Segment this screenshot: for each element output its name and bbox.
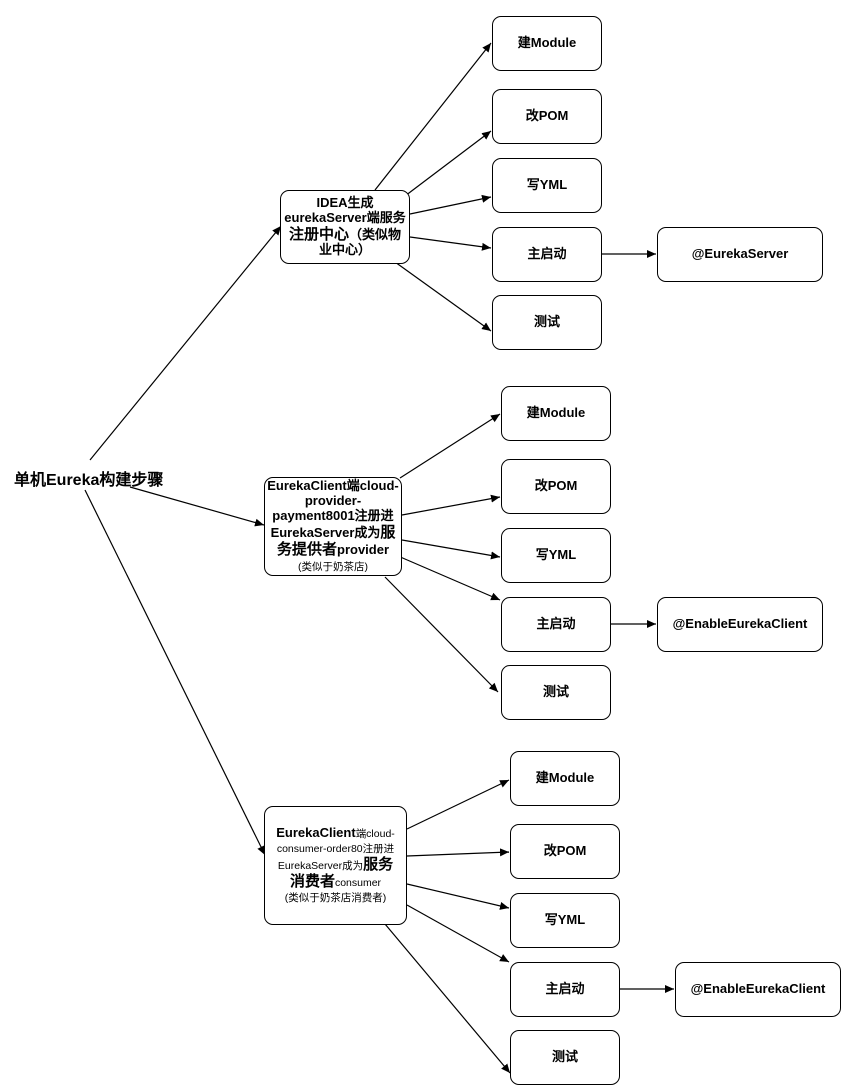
consumer-text-segment: consumer-order80注册进 bbox=[276, 842, 395, 855]
provider-step-write-yml: 写YML bbox=[501, 528, 611, 583]
provider-annotation: @EnableEurekaClient bbox=[657, 597, 823, 652]
provider-text-line: (类似于奶茶店) bbox=[298, 559, 368, 574]
consumer-text-line: EurekaServer成为服务 bbox=[278, 856, 393, 873]
consumer-text-line: EurekaClient端cloud- bbox=[276, 824, 395, 841]
connector-arrow bbox=[384, 923, 511, 1074]
server-text-line: IDEA生成 bbox=[316, 194, 374, 211]
connector-arrow bbox=[399, 413, 501, 479]
consumer-text-segment: EurekaClient bbox=[276, 824, 356, 840]
server-text-segment: 注册中心 bbox=[288, 225, 349, 243]
connector-arrow bbox=[374, 42, 492, 191]
connector-arrow bbox=[401, 539, 501, 560]
provider-text-segment: EurekaClient端cloud- bbox=[267, 478, 399, 494]
consumer-text-segment: consumer bbox=[334, 876, 382, 889]
server-step-test: 测试 bbox=[492, 295, 602, 350]
consumer-text-segment: 消费者 bbox=[289, 872, 335, 890]
consumer-text-segment: 端cloud- bbox=[355, 827, 395, 840]
connector-arrow bbox=[384, 576, 499, 693]
server-text-segment: （类似物 bbox=[349, 226, 402, 242]
connector-arrow bbox=[409, 194, 492, 215]
provider-step-main-start: 主启动 bbox=[501, 597, 611, 652]
consumer-step-write-yml: 写YML bbox=[510, 893, 620, 948]
connector-arrow bbox=[394, 261, 492, 332]
provider-step-edit-pom: 改POM bbox=[501, 459, 611, 514]
consumer-annotation: @EnableEurekaClient bbox=[675, 962, 841, 1017]
server-step-write-yml: 写YML bbox=[492, 158, 602, 213]
provider-node: EurekaClient端cloud-provider-payment8001注… bbox=[264, 477, 402, 576]
provider-text-segment: 服 bbox=[380, 524, 396, 542]
connector-arrow bbox=[129, 486, 265, 527]
provider-text-line: 务提供者provider bbox=[277, 541, 389, 558]
consumer-text-segment: (类似于奶茶店消费者) bbox=[284, 892, 387, 905]
provider-text-line: EurekaClient端cloud- bbox=[267, 478, 399, 494]
provider-text-segment: EurekaServer成为 bbox=[270, 525, 381, 541]
connector-arrow bbox=[84, 489, 266, 856]
connector-arrow bbox=[404, 130, 492, 197]
consumer-text-line: consumer-order80注册进 bbox=[277, 841, 394, 856]
server-text-line: 业中心） bbox=[318, 242, 371, 258]
consumer-step-test: 测试 bbox=[510, 1030, 620, 1085]
connector-arrow bbox=[89, 225, 282, 461]
server-text-segment: 业中心） bbox=[318, 242, 371, 258]
connector-arrow bbox=[406, 883, 510, 910]
consumer-text-line: (类似于奶茶店消费者) bbox=[285, 890, 387, 905]
provider-text-segment: payment8001注册进 bbox=[272, 508, 394, 524]
connector-arrow bbox=[406, 904, 510, 963]
server-text-segment: eurekaServer端服务 bbox=[284, 209, 406, 225]
provider-text-segment: 务提供者 bbox=[276, 541, 337, 559]
connector-arrow bbox=[401, 494, 501, 516]
provider-step-build-module: 建Module bbox=[501, 386, 611, 441]
provider-text-segment: provider- bbox=[304, 493, 362, 509]
server-step-build-module: 建Module bbox=[492, 16, 602, 71]
provider-step-test: 测试 bbox=[501, 665, 611, 720]
consumer-text-segment: 服务 bbox=[363, 855, 394, 873]
connector-arrow bbox=[406, 848, 510, 857]
provider-text-segment: provider bbox=[337, 542, 390, 558]
connector-arrow bbox=[397, 555, 501, 601]
provider-text-line: payment8001注册进 bbox=[272, 508, 394, 524]
connector-arrow bbox=[409, 236, 492, 251]
server-step-main-start: 主启动 bbox=[492, 227, 602, 282]
server-annotation: @EurekaServer bbox=[657, 227, 823, 282]
provider-text-segment: (类似于奶茶店) bbox=[298, 560, 368, 573]
provider-text-line: EurekaServer成为服 bbox=[271, 524, 396, 541]
provider-text-line: provider- bbox=[304, 493, 362, 509]
server-text-line: eurekaServer端服务 bbox=[284, 209, 406, 226]
root-title: 单机Eureka构建步骤 bbox=[14, 472, 164, 489]
consumer-step-edit-pom: 改POM bbox=[510, 824, 620, 879]
connector-arrow bbox=[406, 779, 510, 830]
server-step-edit-pom: 改POM bbox=[492, 89, 602, 144]
consumer-step-build-module: 建Module bbox=[510, 751, 620, 806]
server-text-line: 注册中心（类似物 bbox=[289, 226, 401, 243]
consumer-text-line: 消费者consumer bbox=[290, 873, 381, 890]
connector-edges bbox=[84, 42, 674, 1074]
consumer-text-segment: EurekaServer成为 bbox=[277, 859, 364, 872]
server-text-segment: IDEA生成 bbox=[316, 194, 374, 210]
consumer-step-main-start: 主启动 bbox=[510, 962, 620, 1017]
